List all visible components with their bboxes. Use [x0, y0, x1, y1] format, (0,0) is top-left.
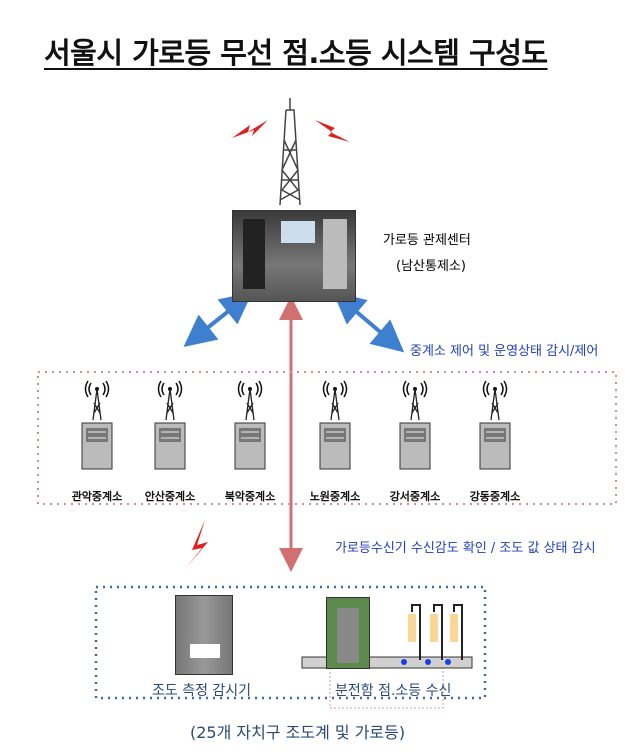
distribution-panel-photo — [326, 597, 370, 669]
relay-station-label: 관악중계소 — [71, 490, 123, 503]
relay-antenna-icon — [479, 380, 511, 470]
lightning-icon — [186, 520, 208, 568]
road — [301, 656, 473, 669]
receiver-monitor-text: 가로등수신기 수신감도 확인 / 조도 값 상태 감시 — [335, 541, 596, 556]
blue-arrow — [332, 291, 405, 353]
relay-antenna-icon — [154, 380, 186, 470]
relay-antenna-icon — [234, 380, 266, 470]
relay-antenna-icon — [319, 380, 351, 470]
relay-control-text: 중계소 제어 및 운영상태 감시/제어 — [410, 344, 599, 359]
relay-station-label: 강동중계소 — [469, 490, 521, 503]
lightning-icon — [315, 120, 350, 142]
diagram-title: 서울시 가로등 무선 점.소등 시스템 구성도 — [44, 36, 548, 70]
relay-antenna-icon — [81, 380, 113, 470]
control-room-photo — [232, 210, 356, 302]
street-lamps — [401, 604, 463, 665]
field-footer: (25개 자치구 조도계 및 가로등) — [190, 723, 406, 742]
relay-station-label: 강서중계소 — [389, 490, 441, 503]
center-name: 가로등 관제센터 — [383, 233, 471, 248]
center-sub: (남산통제소) — [396, 259, 466, 274]
relay-group-box — [37, 371, 617, 505]
illuminance-monitor-photo — [175, 595, 233, 675]
relay-antenna-icon — [399, 380, 431, 470]
blue-arrow — [183, 292, 253, 347]
lightning-icon — [232, 120, 268, 138]
relay-station-label: 안산중계소 — [144, 490, 196, 503]
relay-station-label: 노원중계소 — [309, 490, 361, 503]
illuminance-label: 조도 측정 감시기 — [152, 683, 252, 699]
field-group-box — [94, 585, 487, 700]
panel-label: 분전함 점.소등 수신 — [335, 683, 452, 699]
tower-icon — [279, 98, 301, 206]
relay-station-label: 북악중계소 — [224, 490, 276, 503]
